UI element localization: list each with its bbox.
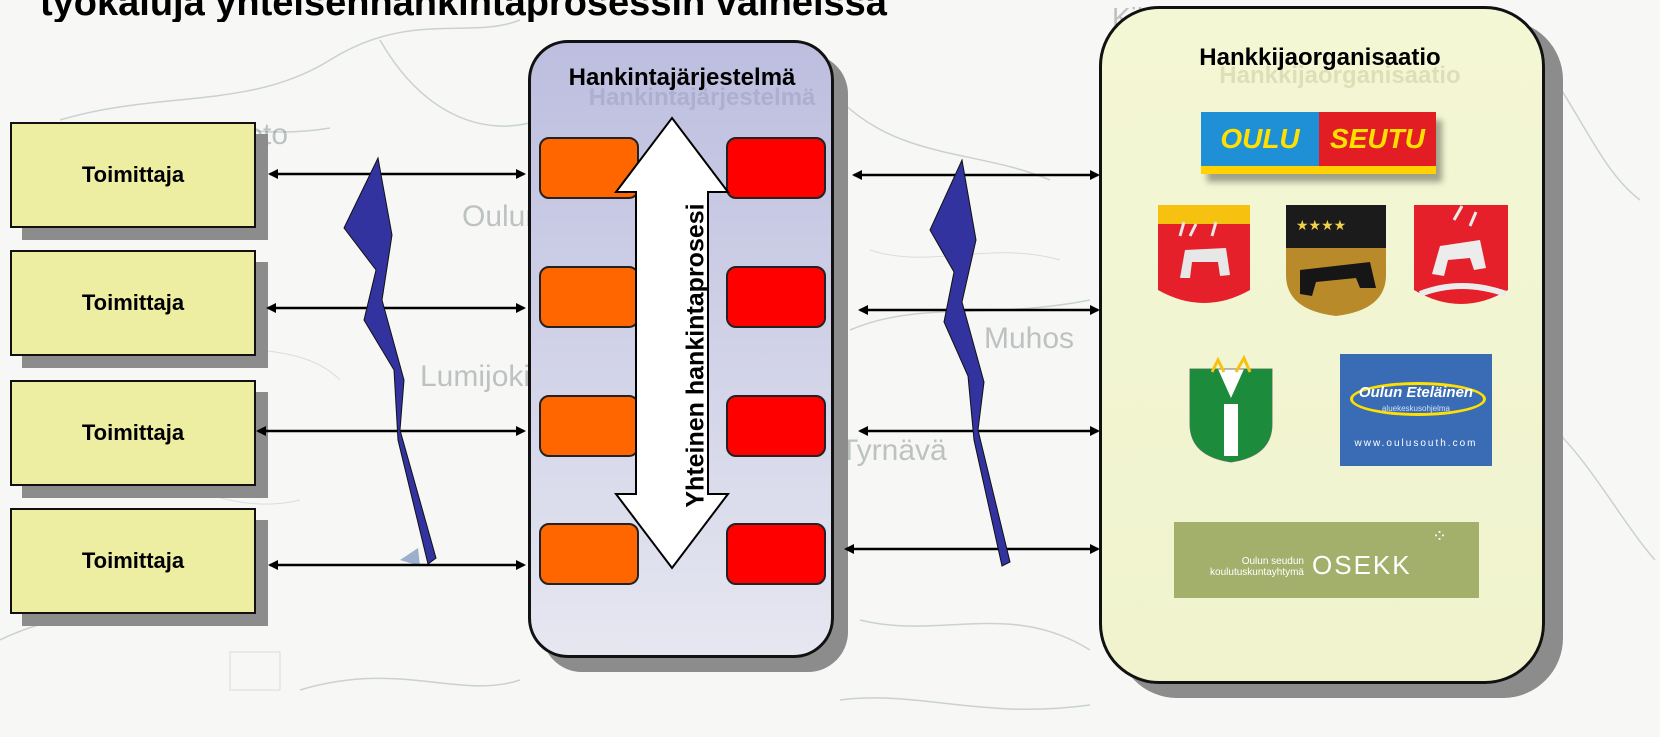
- system-module-red-4: [726, 523, 826, 585]
- system-module-orange-2: [539, 266, 639, 328]
- map-label-muhos: Muhos: [984, 322, 1075, 355]
- procuring-organization-title: Hankkijaorganisaatio: [1199, 44, 1441, 71]
- system-module-red-1: [726, 137, 826, 199]
- ouluseutu-logo: OULU SEUTU: [1201, 112, 1436, 174]
- oulu-south-logo: Oulun Eteläinen aluekeskusohjelma www.ou…: [1340, 354, 1492, 466]
- map-label-lumijoki: Lumijoki: [420, 360, 531, 393]
- procuring-organization-title-shadow: Hankkijaorganisaatio: [1219, 62, 1461, 89]
- osekk-wordmark: OSEKK: [1312, 550, 1412, 580]
- coat-of-arms-tree-icon: [1189, 354, 1273, 463]
- process-double-arrow: [613, 116, 731, 570]
- map-label-tyrnava: Tyrnävä: [840, 434, 947, 467]
- swoosh-icon: [1350, 382, 1486, 416]
- supplier-label: Toimittaja: [81, 162, 185, 187]
- system-module-orange-4: [539, 523, 639, 585]
- osekk-subtitle: Oulun seudun koulutuskuntayhtymä: [1184, 556, 1304, 578]
- svg-text:★★★★: ★★★★: [1296, 218, 1346, 234]
- osekk-subtitle-line1: Oulun seudun: [1241, 556, 1304, 567]
- coat-of-arms-reindeer-icon: [1158, 205, 1250, 303]
- supplier-box-3: Toimittaja: [10, 380, 256, 486]
- system-module-orange-3: [539, 395, 639, 457]
- supplier-box-1: Toimittaja: [10, 122, 256, 228]
- coat-of-arms-bear-icon: ★★★★: [1286, 205, 1386, 316]
- oulu-south-name: Oulun Eteläinen: [1358, 384, 1474, 401]
- system-module-red-3: [726, 395, 826, 457]
- osekk-logo: Oulun seudun koulutuskuntayhtymä OSEKK ⁘: [1174, 522, 1479, 598]
- oulu-south-subtitle: aluekeskusohjelma: [1381, 404, 1451, 413]
- supplier-box-2: Toimittaja: [10, 250, 256, 356]
- process-label: Yhteinen hankintaprosesi: [681, 165, 711, 545]
- system-module-red-2: [726, 266, 826, 328]
- procurement-system-title: Hankintajärjestelmä: [568, 64, 796, 91]
- ouluseutu-logo-part1: OULU: [1201, 112, 1319, 174]
- right-lightning-icon: [929, 158, 1011, 567]
- left-lightning-icon: [343, 156, 437, 565]
- osekk-subtitle-line2: koulutuskuntayhtymä: [1210, 567, 1304, 578]
- page-title: työkaluja yhteisenhankintaprosessin vaih…: [40, 0, 887, 22]
- procurement-system-title-shadow: Hankintajärjestelmä: [588, 84, 816, 111]
- supplier-label: Toimittaja: [81, 290, 185, 315]
- supplier-box-4: Toimittaja: [10, 508, 256, 614]
- process-label-text: Yhteinen hankintaprosesi: [681, 202, 710, 508]
- dots-icon: ⁘: [1432, 526, 1448, 546]
- supplier-label: Toimittaja: [81, 548, 185, 573]
- ouluseutu-logo-part2: SEUTU: [1319, 112, 1436, 174]
- oulu-south-url: www.oulusouth.com: [1354, 438, 1478, 449]
- supplier-label: Toimittaja: [81, 420, 185, 445]
- coat-of-arms-knight-icon: [1414, 205, 1508, 304]
